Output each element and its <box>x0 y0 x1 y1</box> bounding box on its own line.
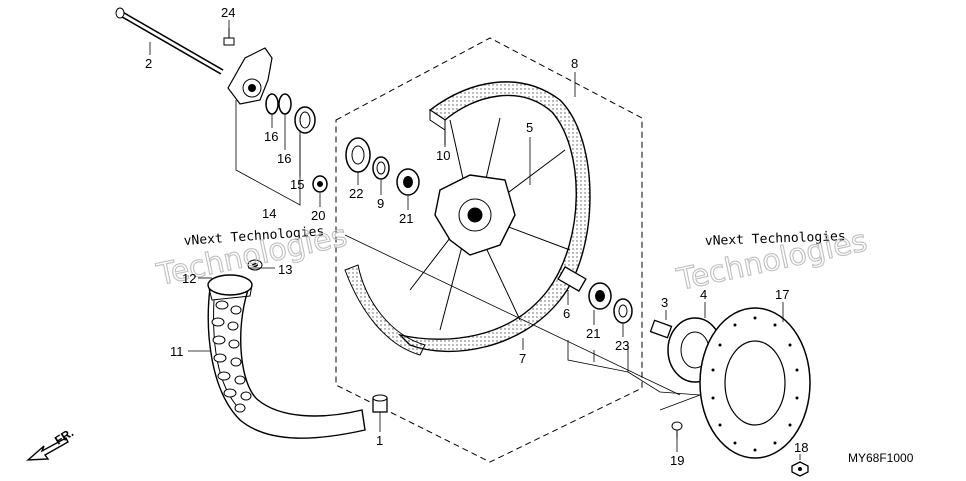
callout-5: 5 <box>526 120 533 135</box>
collar-part-6 <box>557 266 587 292</box>
axis-line <box>344 234 681 396</box>
callout-21a: 21 <box>399 211 413 226</box>
seal-part-23 <box>613 298 633 324</box>
callout-24: 24 <box>221 5 235 20</box>
bearing-part-21a <box>396 168 420 196</box>
bolt-part-24 <box>223 28 235 46</box>
bolt-part-19 <box>671 421 683 438</box>
valve-part-13 <box>247 259 263 271</box>
callout-10: 10 <box>436 148 450 163</box>
tire-part <box>207 274 366 439</box>
callout-19: 19 <box>670 453 684 468</box>
callout-7: 7 <box>519 351 526 366</box>
rim-band-part <box>344 264 426 356</box>
callout-20: 20 <box>311 208 325 223</box>
callout-17: 17 <box>775 287 789 302</box>
callout-21b: 21 <box>586 326 600 341</box>
bearing-part-21b <box>588 282 612 310</box>
callout-11: 11 <box>170 344 184 359</box>
callout-18: 18 <box>794 440 808 455</box>
collar-part-3 <box>649 319 673 339</box>
callout-9: 9 <box>377 196 384 211</box>
nut-part-20 <box>312 175 328 193</box>
callout-23: 23 <box>615 338 629 353</box>
bolt-part-18 <box>791 461 809 477</box>
callout-6: 6 <box>563 306 570 321</box>
callout-15: 15 <box>290 177 304 192</box>
callout-14: 14 <box>262 206 276 221</box>
callout-16a: 16 <box>264 129 278 144</box>
axle-part <box>115 7 224 75</box>
callout-22: 22 <box>349 186 363 201</box>
hub-part <box>409 117 571 331</box>
spacer-part-15 <box>294 106 316 134</box>
callout-13: 13 <box>278 262 292 277</box>
seal-part-16b <box>278 93 292 115</box>
seal-part-16a <box>265 93 279 115</box>
seal-part-22 <box>345 137 371 173</box>
gearbox-part <box>227 47 273 105</box>
wheel-assembly-outline <box>335 37 643 463</box>
callout-8: 8 <box>571 56 578 71</box>
front-direction-arrow: FR. <box>26 425 76 461</box>
bearing-part-9 <box>372 156 390 180</box>
callout-2: 2 <box>145 56 152 71</box>
valve-cap-part <box>372 394 388 413</box>
callout-12: 12 <box>182 271 196 286</box>
brake-disc-part <box>699 307 811 459</box>
leader-lines <box>149 20 801 460</box>
diagram-code: MY68F1000 <box>848 451 914 465</box>
callout-16b: 16 <box>277 151 291 166</box>
watermark-right-small: vNext Technologies <box>705 229 846 249</box>
callout-4: 4 <box>700 287 707 302</box>
callout-1: 1 <box>376 433 383 448</box>
callout-3: 3 <box>661 295 668 310</box>
